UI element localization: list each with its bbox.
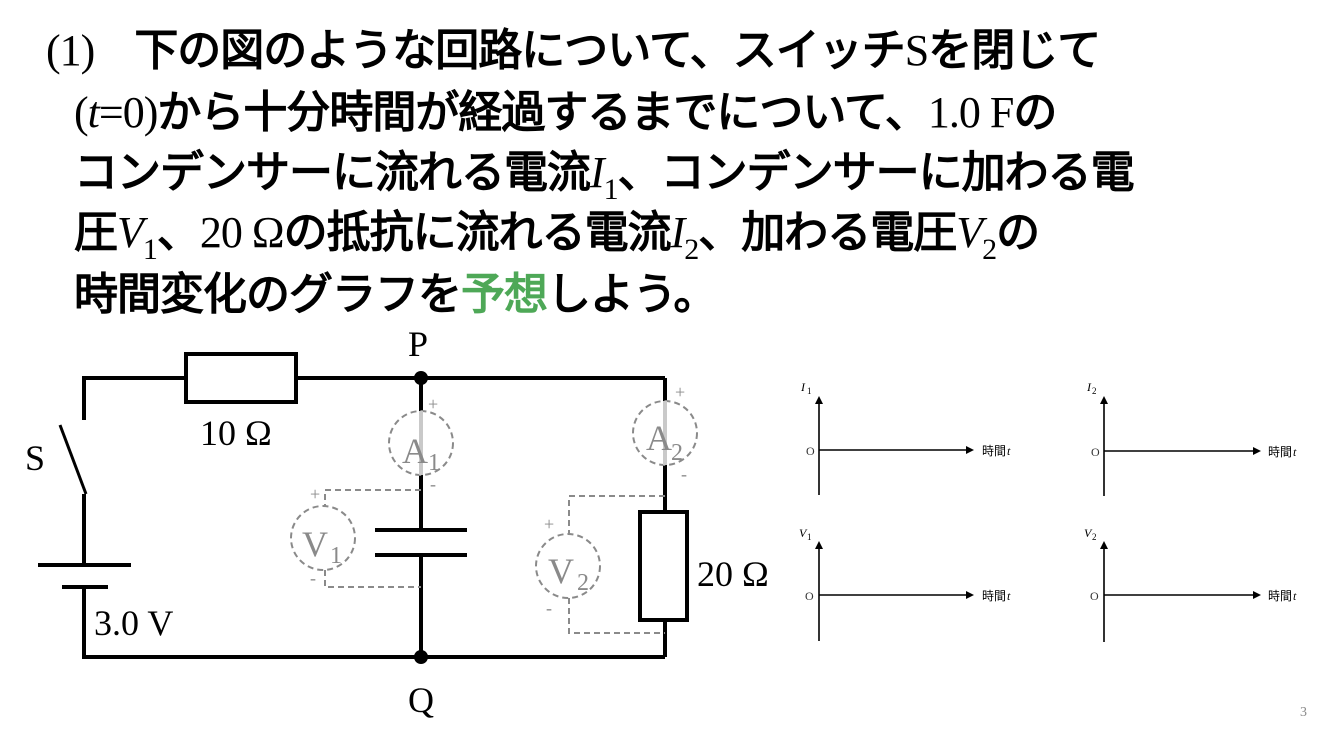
svg-text:I: I xyxy=(1086,380,1092,394)
svg-text:1: 1 xyxy=(330,543,342,569)
wire xyxy=(82,587,665,659)
svg-text:1: 1 xyxy=(807,532,812,542)
question-line-1: (1)下の図のような回路について、スイッチSを閉じて xyxy=(46,25,1101,76)
svg-text:A: A xyxy=(646,418,672,458)
question-line-2: (t=0)から十分時間が経過するまでについて、1.0 Fの xyxy=(74,87,1057,138)
battery-label: 3.0 V xyxy=(94,603,173,643)
svg-text:O: O xyxy=(806,444,815,458)
resistor-10-ohm xyxy=(184,352,298,404)
highlight-word: 予想 xyxy=(461,269,548,320)
svg-text:時間: 時間 xyxy=(1268,589,1292,603)
slide-number: 3 xyxy=(1300,705,1307,720)
svg-text:-: - xyxy=(546,598,552,618)
svg-text:+: + xyxy=(428,394,438,414)
voltmeter-2-lead xyxy=(568,495,665,534)
voltmeter-2-lead xyxy=(568,598,665,634)
voltmeter-1 xyxy=(290,505,356,571)
resistor-10-label: 10 Ω xyxy=(200,413,272,453)
svg-text:1: 1 xyxy=(807,386,812,396)
svg-text:O: O xyxy=(1091,445,1100,459)
graph-i2: I 2 O 時間 t xyxy=(1086,380,1297,496)
svg-text:時間: 時間 xyxy=(1268,445,1292,459)
svg-text:1: 1 xyxy=(428,450,440,476)
svg-text:-: - xyxy=(681,464,687,484)
graph-i1: I 1 O 時間 t xyxy=(800,380,1011,495)
svg-text:V: V xyxy=(799,526,808,540)
svg-text:2: 2 xyxy=(671,440,683,466)
node-p xyxy=(414,371,428,385)
prediction-graphs: I 1 O 時間 t I 2 O 時間 t V 1 O 時間 t V 2 O 時… xyxy=(799,380,1297,642)
svg-text:V: V xyxy=(548,551,574,591)
graph-v2: V 2 O 時間 t xyxy=(1084,526,1297,642)
graph-v1: V 1 O 時間 t xyxy=(799,526,1011,641)
svg-text:t: t xyxy=(1007,444,1011,458)
svg-text:t: t xyxy=(1007,589,1011,603)
switch-blade[interactable] xyxy=(58,424,88,495)
question-line-5: 時間変化のグラフを予想しよう。 xyxy=(74,269,717,320)
question-line-3: コンデンサーに流れる電流I1、コンデンサーに加わる電 xyxy=(74,147,1135,206)
voltmeter-1-lead xyxy=(324,570,421,588)
svg-text:V: V xyxy=(302,524,328,564)
resistor-20-ohm xyxy=(638,510,689,622)
svg-text:V: V xyxy=(1084,526,1093,540)
svg-text:+: + xyxy=(675,382,685,402)
svg-text:+: + xyxy=(310,484,320,504)
node-q-label: Q xyxy=(408,680,434,720)
svg-text:-: - xyxy=(310,568,316,588)
svg-text:2: 2 xyxy=(1092,386,1097,396)
svg-text:2: 2 xyxy=(1092,532,1097,542)
switch-label: S xyxy=(25,438,45,478)
svg-text:O: O xyxy=(1090,589,1099,603)
resistor-20-label: 20 Ω xyxy=(697,554,769,594)
circuit-diagram: A 1 + - V 1 + - A 2 + - V 2 + - P Q S 10… xyxy=(25,324,769,720)
question-line-4: 圧V1、20 Ωの抵抗に流れる電流I2、加わる電圧V2の xyxy=(74,207,1040,266)
svg-text:2: 2 xyxy=(577,570,589,596)
svg-text:+: + xyxy=(544,514,554,534)
svg-text:時間: 時間 xyxy=(982,444,1006,458)
wire xyxy=(82,376,186,420)
svg-text:t: t xyxy=(1293,445,1297,459)
node-p-label: P xyxy=(408,324,428,364)
svg-text:時間: 時間 xyxy=(982,589,1006,603)
svg-text:-: - xyxy=(430,474,436,494)
voltmeter-1-lead xyxy=(324,489,421,506)
svg-text:I: I xyxy=(800,380,806,394)
svg-text:O: O xyxy=(805,589,814,603)
svg-text:t: t xyxy=(1293,589,1297,603)
svg-text:A: A xyxy=(402,431,428,471)
node-q xyxy=(414,650,428,664)
question-number: (1) xyxy=(46,26,95,75)
